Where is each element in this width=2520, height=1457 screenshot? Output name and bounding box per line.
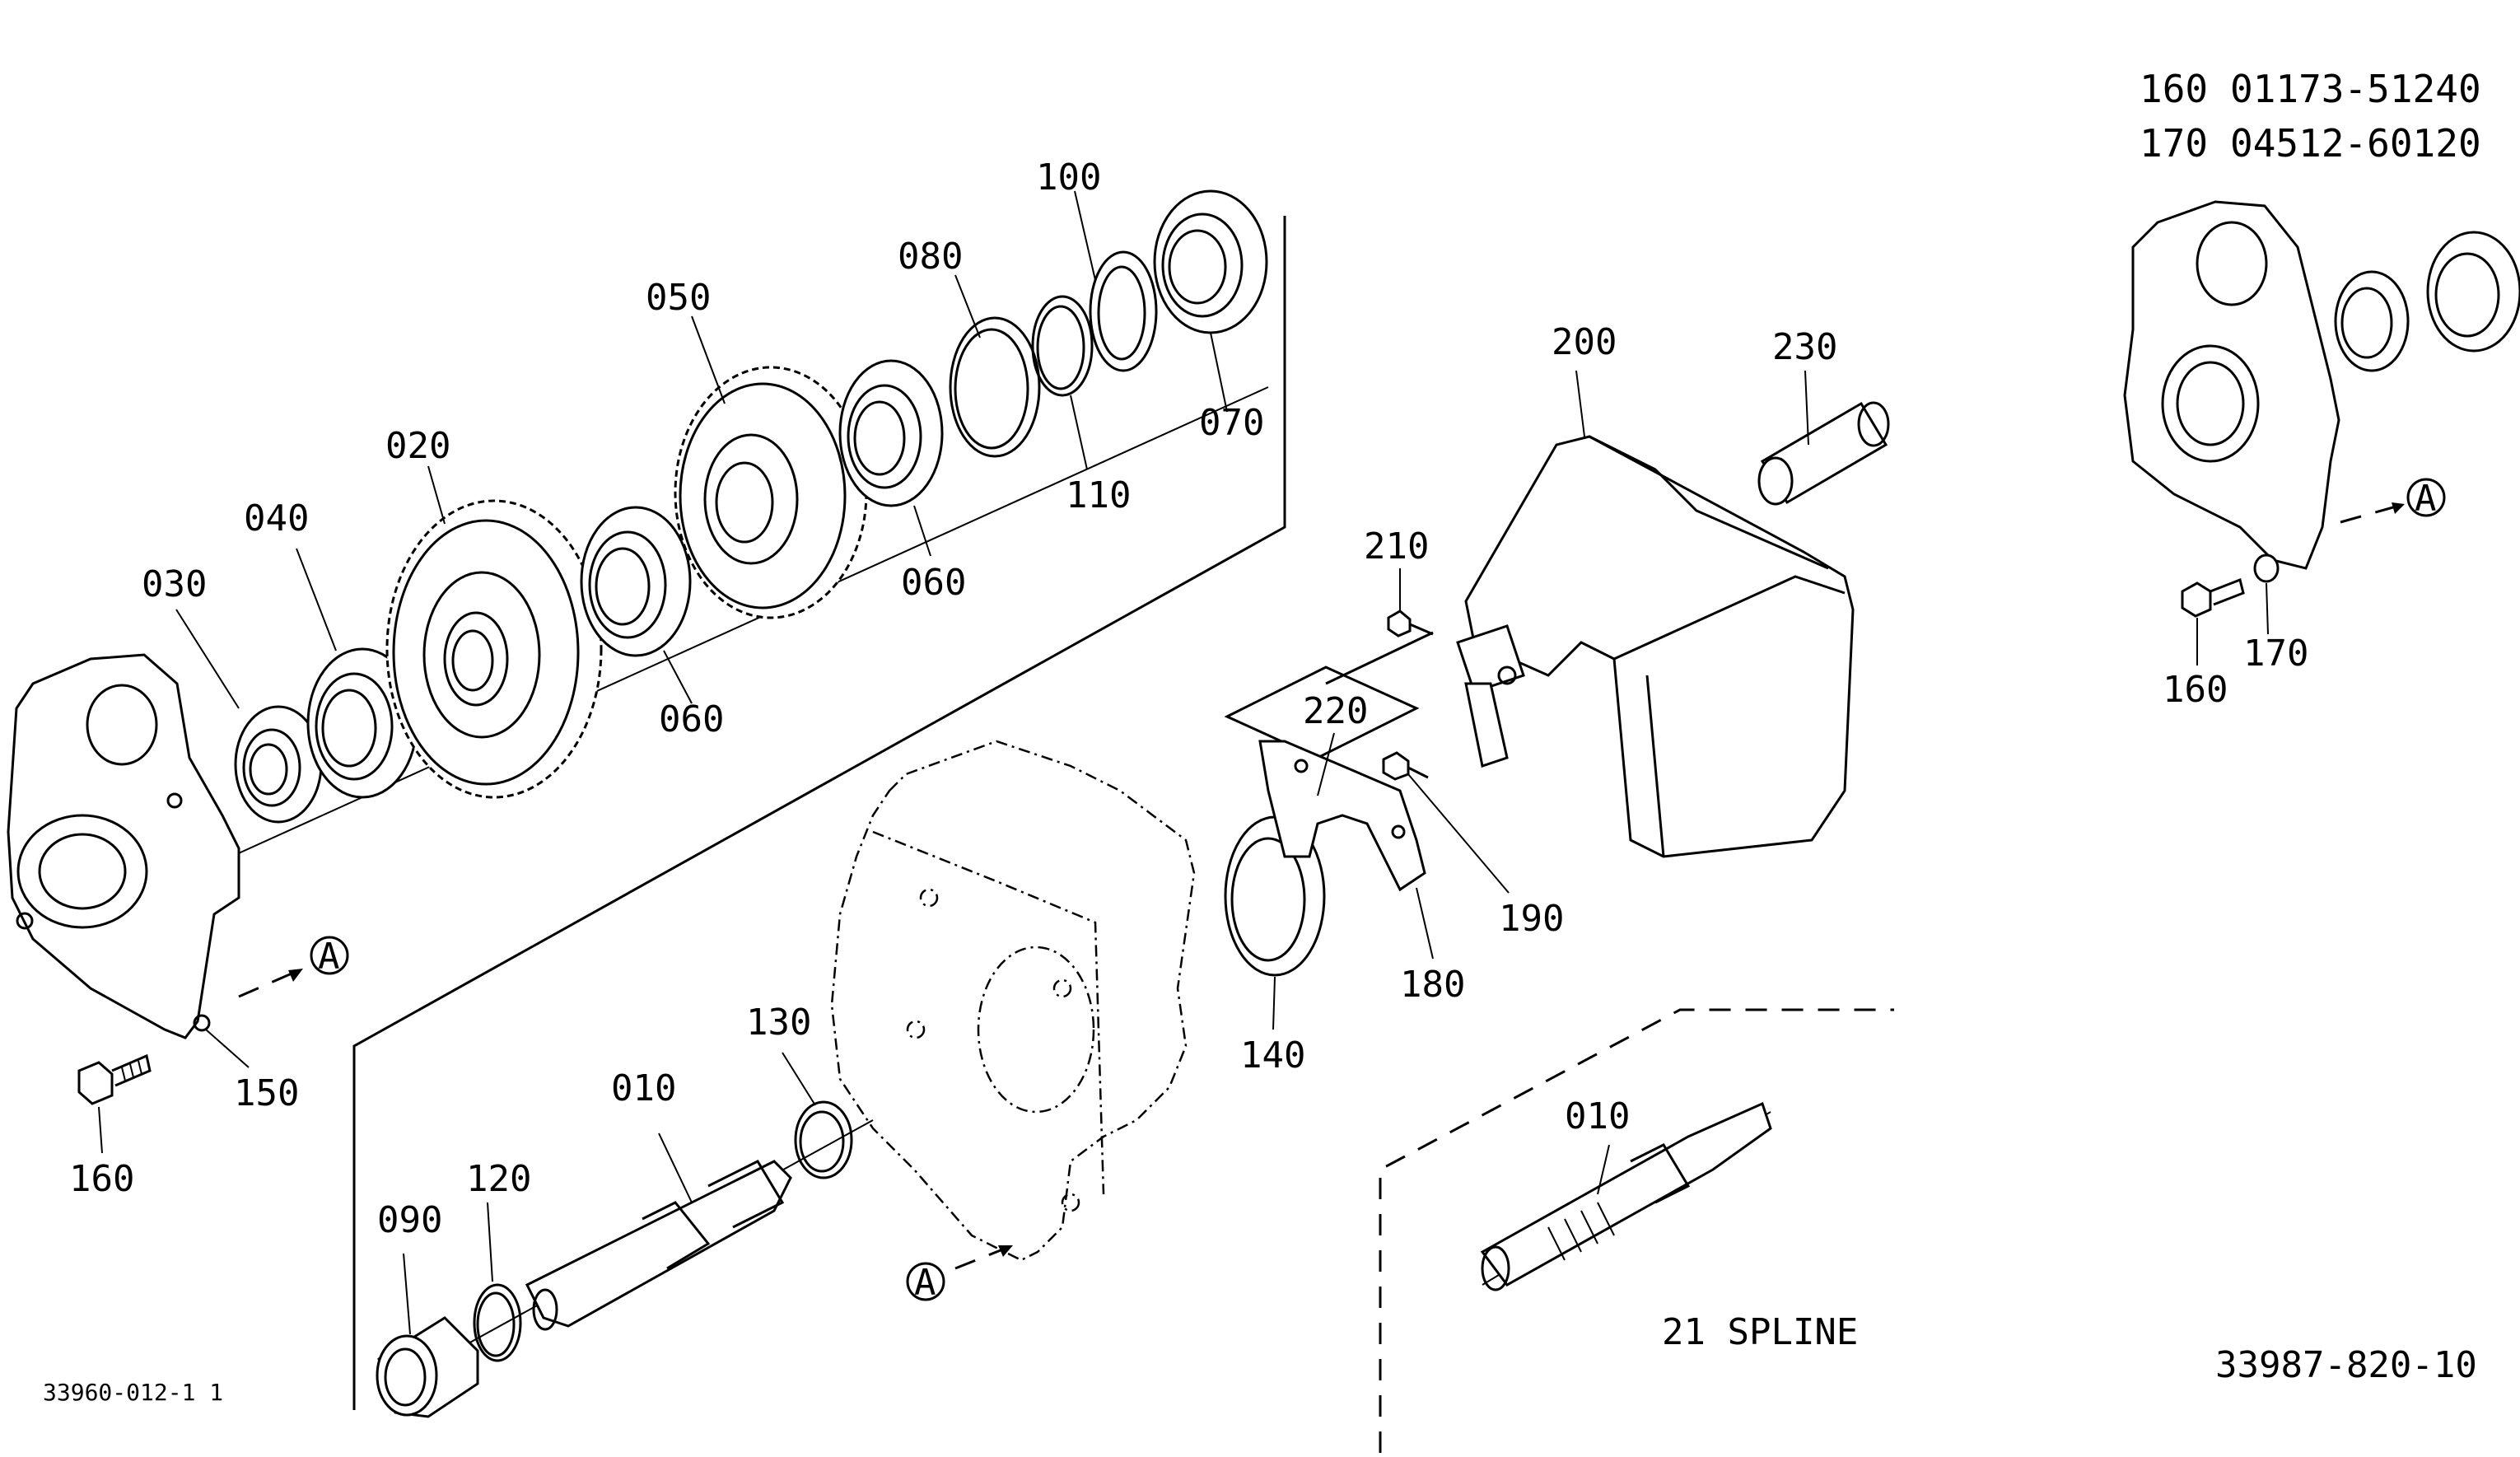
housing-case	[830, 740, 1196, 1262]
callout-200: 200	[1552, 321, 1617, 363]
callout-030: 030	[142, 563, 207, 605]
leader-lines	[98, 190, 2269, 1335]
bolt-190	[1382, 751, 1429, 781]
bearing-plate	[7, 653, 240, 1039]
bearing-060-upper	[838, 359, 944, 507]
callout-150: 150	[234, 1072, 299, 1114]
callout-220: 220	[1303, 690, 1368, 732]
variant-assembly: A	[2123, 200, 2520, 618]
pto-cover-200	[1325, 435, 1855, 858]
drawing-number-left: 33960-012-1 1	[43, 1379, 223, 1406]
reference-arrow-left: A	[238, 936, 349, 998]
legend-ref-160: 160	[2140, 67, 2208, 111]
callout-060-upper: 060	[901, 562, 966, 604]
callout-010-inset: 010	[1565, 1095, 1630, 1137]
callout-020: 020	[385, 425, 450, 467]
reference-marker-a-right: A	[2415, 478, 2437, 520]
drawing-number-right: 33987-820-10	[2215, 1344, 2477, 1386]
large-gear	[385, 499, 603, 799]
spline-note: 21 SPLINE	[1662, 1311, 1858, 1353]
callout-060-lower: 060	[659, 698, 724, 740]
bolt-210	[1387, 609, 1434, 637]
legend-partno-160: 01173-51240	[2230, 67, 2481, 111]
callout-050: 050	[646, 277, 711, 319]
ring-080	[949, 316, 1041, 458]
reference-marker-a-bottom: A	[914, 1262, 936, 1304]
callout-100: 100	[1036, 156, 1101, 198]
reference-arrow-bottom: A	[906, 1244, 1014, 1304]
callout-170: 170	[2243, 633, 2308, 675]
callout-010: 010	[611, 1067, 676, 1109]
callout-070: 070	[1199, 402, 1264, 444]
seal-090	[376, 1316, 479, 1418]
callout-130: 130	[746, 1002, 811, 1044]
callout-160-left: 160	[69, 1158, 134, 1200]
spline-inset: 21 SPLINE	[1379, 1008, 1894, 1453]
spacer-100	[1089, 250, 1158, 372]
reference-marker-a-left: A	[318, 936, 340, 978]
callout-080: 080	[898, 236, 963, 278]
callout-040: 040	[244, 497, 309, 539]
snap-ring-130	[794, 1100, 853, 1179]
callout-110: 110	[1066, 474, 1131, 516]
parts-legend: 160 01173-51240 170 04512-60120	[2140, 67, 2481, 166]
group-bracket-line	[352, 216, 1286, 1410]
legend-ref-170: 170	[2140, 121, 2208, 166]
bolt-160-left	[77, 1053, 152, 1105]
assembly-axis-line	[49, 386, 1269, 940]
output-shaft	[394, 1119, 874, 1385]
callout-210: 210	[1364, 525, 1429, 567]
callout-120: 120	[466, 1158, 531, 1200]
legend-partno-170: 04512-60120	[2230, 121, 2481, 166]
bracket-180	[1224, 665, 1426, 892]
bearing-060-lower	[580, 506, 692, 657]
small-bearing	[234, 705, 323, 824]
callout-180: 180	[1400, 964, 1465, 1006]
callout-140: 140	[1240, 1034, 1305, 1076]
snap-ring-110	[1031, 295, 1094, 397]
callout-160-right: 160	[2163, 669, 2228, 711]
gear-050	[674, 366, 868, 619]
callout-labels: 100 080 110 070 050 060 060 020 040 030 …	[69, 156, 2308, 1241]
callout-230: 230	[1772, 326, 1837, 368]
callout-190: 190	[1499, 898, 1564, 940]
sleeve-230	[1757, 401, 1890, 506]
bearing-070	[1153, 189, 1268, 334]
callout-090: 090	[377, 1199, 442, 1241]
o-ring-120	[473, 1283, 522, 1362]
